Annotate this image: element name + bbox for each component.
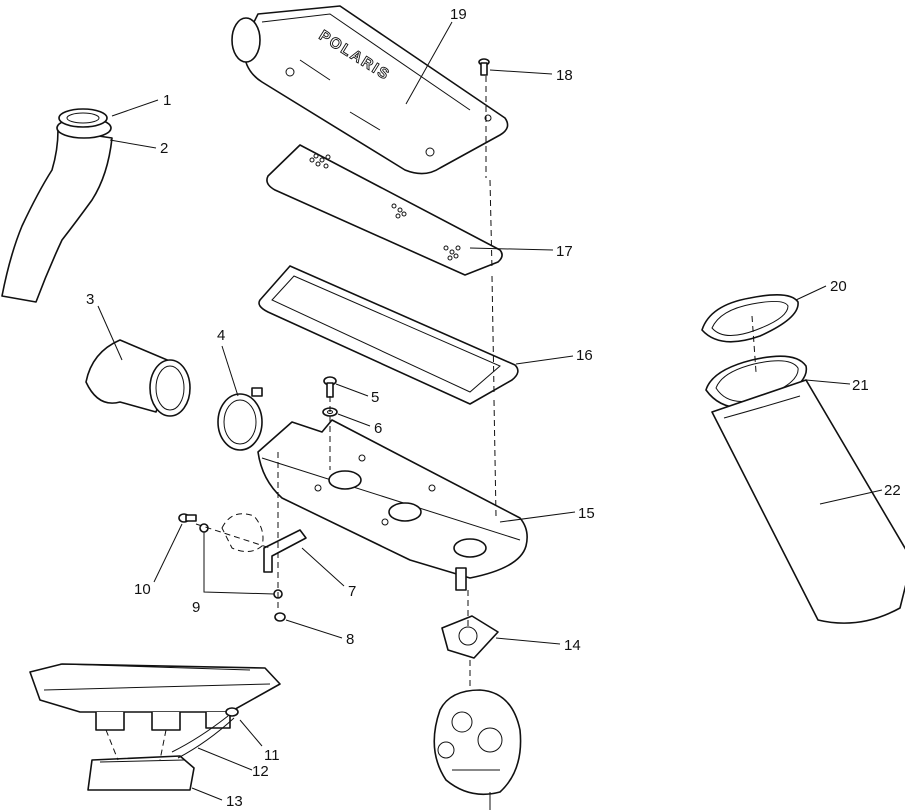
callout-3: 3: [86, 291, 94, 308]
part-7-bracket: [221, 513, 307, 573]
part-16-gasket: [258, 265, 519, 405]
callout-labels: 1 2 3 4 5 6 7 8 9 10 11 12 13 14 15 16 1…: [86, 6, 901, 810]
callout-20: 20: [830, 278, 847, 295]
callout-15: 15: [578, 505, 595, 522]
part-15-airbox-base: [257, 419, 528, 591]
callout-6: 6: [374, 420, 382, 437]
part-13-manifold: [29, 663, 281, 791]
callout-18: 18: [556, 67, 573, 84]
part-19-airbox-lid: POLARIS: [231, 5, 509, 175]
part-11-fitting: [225, 707, 239, 717]
callout-2: 2: [160, 140, 168, 157]
callout-9: 9: [192, 599, 200, 616]
callout-21: 21: [852, 377, 869, 394]
callout-19: 19: [450, 6, 467, 23]
alignment-lines: [195, 76, 757, 690]
part-12-hose: [171, 715, 235, 759]
callout-7: 7: [348, 583, 356, 600]
part-17-filter-plate: [266, 144, 503, 276]
part-8-screw: [274, 612, 286, 622]
leader-lines: [97, 21, 883, 801]
carburetor: [433, 689, 522, 810]
part-3-elbow: [85, 339, 191, 417]
part-18-screw: [478, 58, 490, 76]
callout-10: 10: [134, 581, 151, 598]
callout-8: 8: [346, 631, 354, 648]
part-5-screw: [323, 376, 337, 398]
part-10-screw: [178, 513, 197, 523]
part-1-ring: [58, 108, 108, 128]
callout-13: 13: [226, 793, 243, 810]
part-4-hose-clamp: [217, 387, 263, 451]
callout-5: 5: [371, 389, 379, 406]
callout-17: 17: [556, 243, 573, 260]
part-22-duct: [711, 379, 905, 624]
callout-11: 11: [264, 747, 280, 764]
callout-1: 1: [163, 92, 171, 109]
part-2-intake-hose: [1, 117, 113, 303]
callout-22: 22: [884, 482, 901, 499]
callout-12: 12: [252, 763, 269, 780]
part-14-flange-gasket: [441, 615, 499, 659]
callout-4: 4: [217, 327, 225, 344]
part-20-ring: [701, 294, 799, 343]
callout-16: 16: [576, 347, 593, 364]
callout-14: 14: [564, 637, 581, 654]
